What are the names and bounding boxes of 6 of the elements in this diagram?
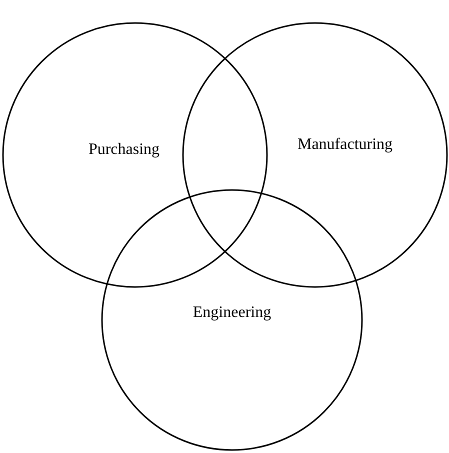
venn-circle [2, 22, 268, 288]
venn-circle [182, 22, 448, 288]
set-label: Manufacturing [297, 136, 393, 154]
set-label: Purchasing [88, 141, 160, 159]
venn-circle [101, 189, 363, 451]
set-label: Engineering [192, 304, 272, 322]
